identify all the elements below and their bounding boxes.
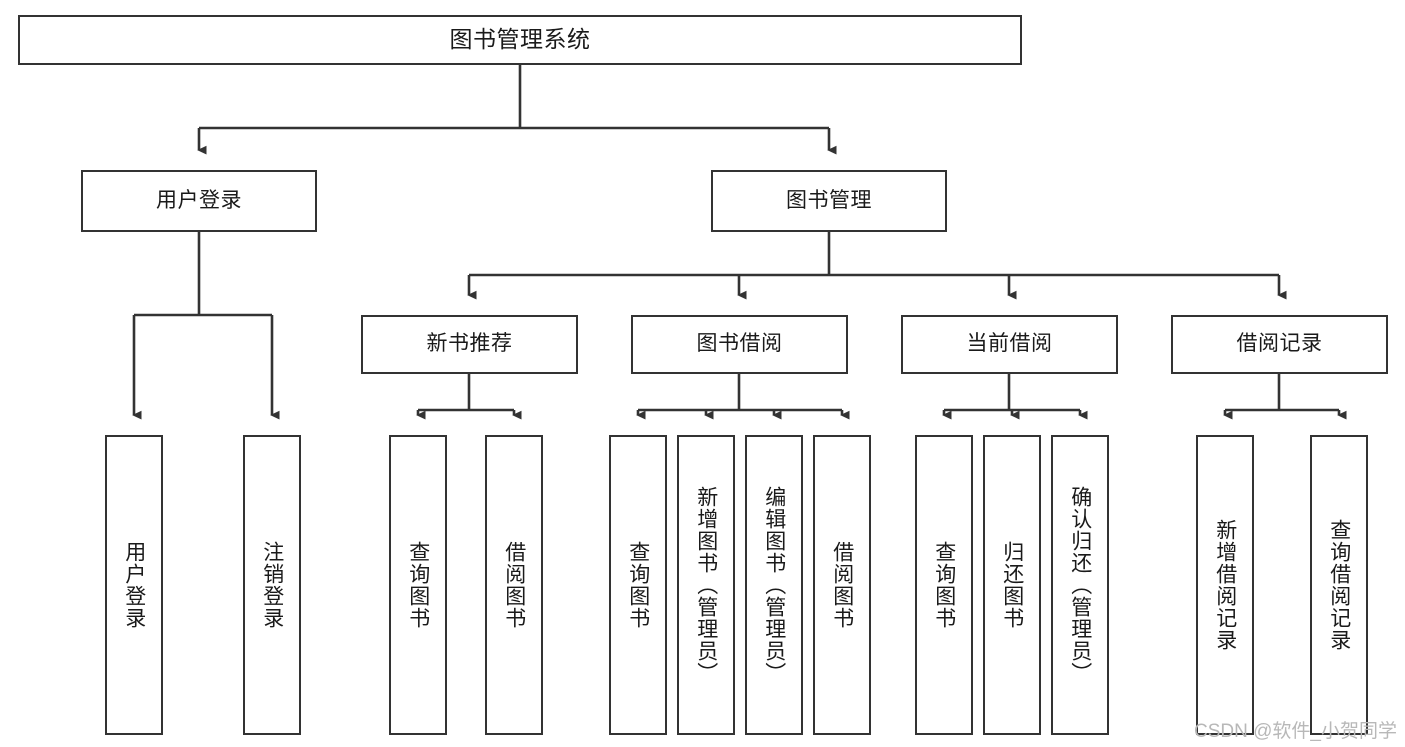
node-new-book-recommend[interactable]: 新书推荐 xyxy=(361,315,578,374)
leaf-node[interactable]: 编辑图书（管理员） xyxy=(745,435,803,735)
node-borrow-records-label: 借阅记录 xyxy=(1236,332,1323,356)
node-root[interactable]: 图书管理系统 xyxy=(18,15,1022,65)
leaf-node[interactable]: 归还图书 xyxy=(983,435,1041,735)
node-book-borrow-label: 图书借阅 xyxy=(696,332,783,356)
leaf-node-label: 用户登录 xyxy=(122,541,146,629)
leaf-node-label: 查询图书 xyxy=(932,541,956,629)
node-current-borrow-label: 当前借阅 xyxy=(966,332,1053,356)
leaf-node-label: 新增图书（管理员） xyxy=(694,486,718,684)
leaf-node[interactable]: 查询图书 xyxy=(915,435,973,735)
leaf-node-label: 编辑图书（管理员） xyxy=(762,486,786,684)
leaf-node[interactable]: 确认归还（管理员） xyxy=(1051,435,1109,735)
leaf-node-label: 新增借阅记录 xyxy=(1213,519,1237,651)
node-book-borrow[interactable]: 图书借阅 xyxy=(631,315,848,374)
leaf-node[interactable]: 查询图书 xyxy=(389,435,447,735)
node-current-borrow[interactable]: 当前借阅 xyxy=(901,315,1118,374)
leaf-node[interactable]: 新增借阅记录 xyxy=(1196,435,1254,735)
leaf-node[interactable]: 查询借阅记录 xyxy=(1310,435,1368,735)
node-book-management[interactable]: 图书管理 xyxy=(711,170,947,232)
leaf-node[interactable]: 注销登录 xyxy=(243,435,301,735)
node-book-management-label: 图书管理 xyxy=(786,188,872,212)
leaf-node-label: 注销登录 xyxy=(260,541,284,629)
leaf-node[interactable]: 用户登录 xyxy=(105,435,163,735)
leaf-node[interactable]: 借阅图书 xyxy=(813,435,871,735)
node-user-login-label: 用户登录 xyxy=(156,188,242,212)
leaf-node-label: 确认归还（管理员） xyxy=(1068,486,1092,684)
leaf-node-label: 查询借阅记录 xyxy=(1327,519,1351,651)
watermark: CSDN @软件_小贺同学 xyxy=(1194,721,1397,742)
leaf-node[interactable]: 查询图书 xyxy=(609,435,667,735)
leaf-node-label: 查询图书 xyxy=(406,541,430,629)
node-user-login[interactable]: 用户登录 xyxy=(81,170,317,232)
leaf-node-label: 查询图书 xyxy=(626,541,650,629)
leaf-node[interactable]: 新增图书（管理员） xyxy=(677,435,735,735)
leaf-node-label: 归还图书 xyxy=(1000,541,1024,629)
node-new-book-recommend-label: 新书推荐 xyxy=(426,332,513,356)
leaf-node-label: 借阅图书 xyxy=(830,541,854,629)
leaf-node[interactable]: 借阅图书 xyxy=(485,435,543,735)
leaf-node-label: 借阅图书 xyxy=(502,541,526,629)
node-root-label: 图书管理系统 xyxy=(449,26,591,53)
node-borrow-records[interactable]: 借阅记录 xyxy=(1171,315,1388,374)
